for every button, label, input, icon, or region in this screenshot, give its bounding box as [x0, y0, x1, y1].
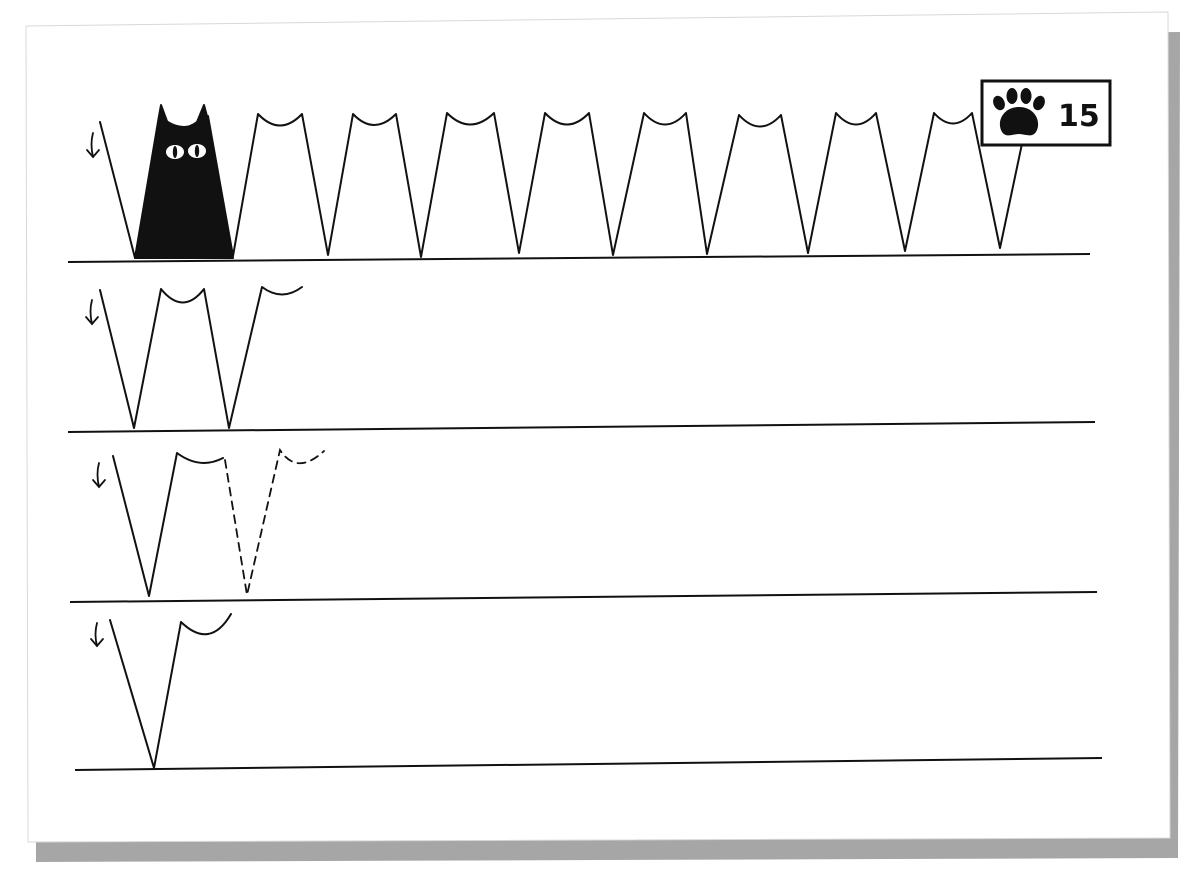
paw-icon [993, 88, 1045, 136]
baseline [67, 421, 1096, 433]
baseline [67, 253, 1091, 263]
trace-dashed-stroke [224, 447, 325, 596]
example-stroke [109, 613, 232, 769]
stroke-start-arrow-icon [90, 622, 104, 648]
row-3 [69, 447, 1098, 603]
cat-pattern-stroke [99, 112, 1028, 259]
black-cat-icon [134, 104, 234, 259]
stroke-start-arrow-icon [86, 132, 100, 159]
row-1: 15 [67, 79, 1112, 263]
lesson-badge: 15 [980, 79, 1112, 147]
cat-eye-icon [166, 145, 184, 159]
baseline [69, 591, 1098, 603]
stroke-start-arrow-icon [92, 462, 106, 489]
stroke-start-arrow-icon [85, 299, 99, 326]
cat-eye-icon [188, 144, 206, 158]
example-stroke [112, 452, 224, 597]
row-2 [67, 286, 1096, 433]
lesson-number: 15 [1058, 99, 1100, 134]
row-4 [74, 613, 1103, 771]
example-stroke [99, 286, 303, 429]
baseline [74, 757, 1103, 771]
